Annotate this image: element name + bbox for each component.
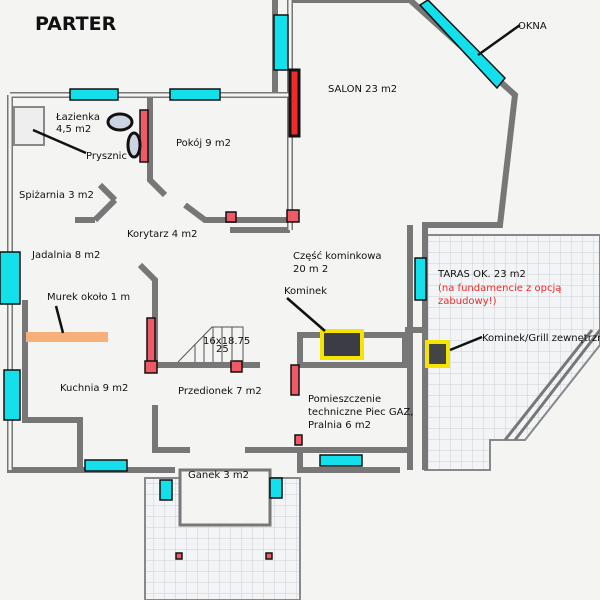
murek <box>26 332 108 342</box>
terrace-door <box>414 257 427 301</box>
label-prysznic: Prysznic <box>86 151 127 162</box>
doors <box>139 68 303 560</box>
window <box>3 369 21 421</box>
label-czesc-kominkowa-area: 20 m 2 <box>293 264 328 275</box>
murek-pointer <box>54 305 65 334</box>
terrace-steps <box>503 329 600 441</box>
label-salon: SALON 23 m2 <box>328 84 397 95</box>
label-stairs: 16x18.75 <box>203 336 250 347</box>
label-pokoj: Pokój 9 m2 <box>176 137 231 149</box>
label-kominek: Kominek <box>284 286 327 297</box>
label-czesc-kominkowa: Część kominkowa <box>293 250 382 262</box>
label-jadalnia: Jadalnia 8 m2 <box>31 250 100 261</box>
windows <box>0 0 507 501</box>
window <box>159 479 173 501</box>
sink-icon <box>126 131 142 159</box>
label-korytarz: Korytarz 4 m2 <box>127 229 197 240</box>
label-spizarnia: Spiżarnia 3 m2 <box>19 190 94 201</box>
label-kominek-grill: Kominek/Grill zewnętrzny <box>482 333 600 344</box>
kominek-pointer <box>286 297 326 332</box>
label-kuchnia: Kuchnia 9 m2 <box>60 383 128 394</box>
terrace-area <box>424 234 600 471</box>
shower <box>13 106 45 146</box>
toilet-icon <box>106 112 134 132</box>
label-lazienka-area: 4,5 m2 <box>56 124 91 135</box>
label-taras-note-2: zabudowy!) <box>438 296 497 307</box>
window <box>169 88 221 101</box>
label-pomieszczenie-2: techniczne Piec GAZ, <box>308 407 413 418</box>
window <box>319 454 363 467</box>
label-ganek: Ganek 3 m2 <box>188 470 249 481</box>
label-okna: OKNA <box>518 21 547 32</box>
window <box>84 459 128 472</box>
label-taras-note: (na fundamencie z opcją <box>438 283 561 294</box>
page-title: PARTER <box>35 13 117 35</box>
window <box>273 14 289 71</box>
window <box>269 477 283 499</box>
okna-pointer <box>477 23 521 57</box>
grill-pointer <box>449 335 483 352</box>
window <box>69 88 119 101</box>
label-stairs-count: 25 <box>216 344 229 355</box>
label-murek: Murek około 1 m <box>47 292 130 303</box>
ganek-outline <box>178 468 272 527</box>
label-taras: TARAS OK. 23 m2 <box>437 269 526 280</box>
label-pralnia: Pralnia 6 m2 <box>308 420 371 431</box>
window <box>418 0 507 90</box>
label-pomieszczenie: Pomieszczenie <box>308 394 381 405</box>
stairs <box>177 326 244 363</box>
window <box>0 251 21 305</box>
label-lazienka: Łazienka <box>55 112 100 123</box>
grill-highlight <box>425 340 450 368</box>
label-przedionek: Przedionek 7 m2 <box>178 386 262 397</box>
kominek-highlight <box>320 329 364 360</box>
prysznic-pointer <box>32 128 87 155</box>
